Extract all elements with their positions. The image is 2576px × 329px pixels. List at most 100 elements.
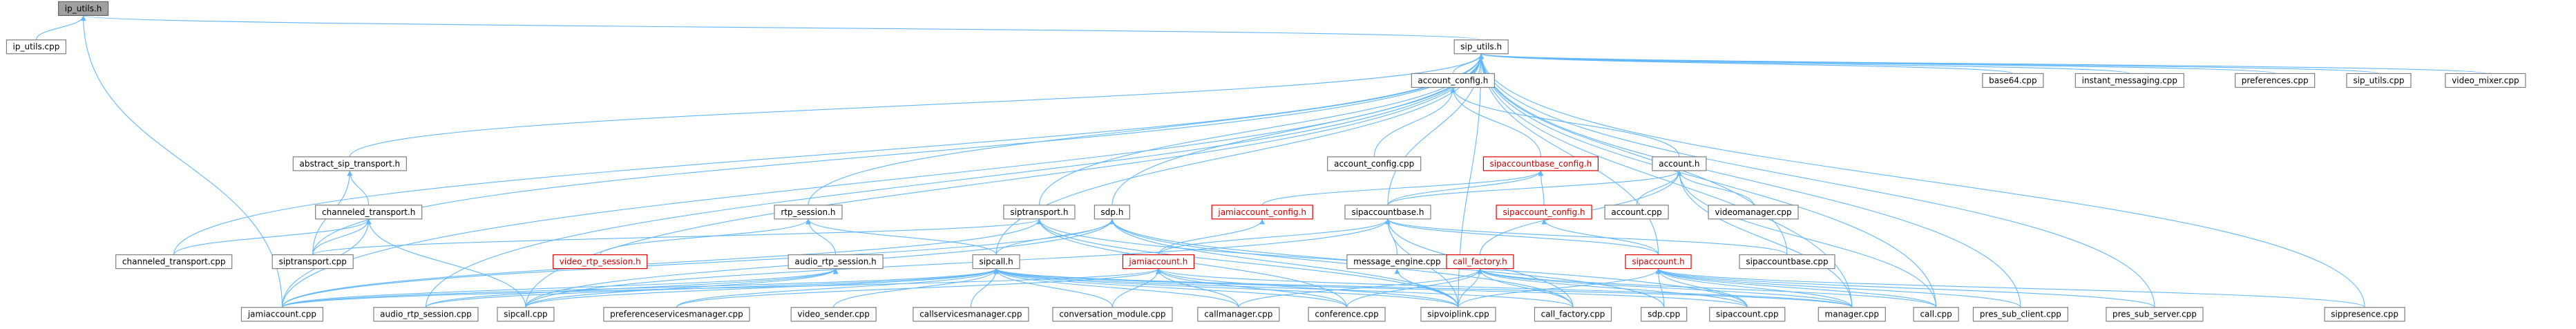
node-account-config-cpp[interactable]: account_config.cpp: [1327, 156, 1422, 171]
node-box: [115, 254, 233, 270]
node-label: sdp.cpp: [1648, 310, 1680, 319]
node-label: jamiaccount.cpp: [247, 310, 316, 319]
node-label: channeled_transport.cpp: [122, 257, 226, 267]
node-sdp-h[interactable]: sdp.h: [1094, 205, 1130, 220]
node-preferences-cpp[interactable]: preferences.cpp: [2235, 73, 2316, 88]
node-abstract-sip-transport-h[interactable]: abstract_sip_transport.h: [292, 156, 407, 171]
node-base64-cpp[interactable]: base64.cpp: [1982, 73, 2044, 88]
node-sipcall-h[interactable]: sipcall.h: [972, 254, 1020, 270]
node-sipvoiplink-cpp[interactable]: sipvoiplink.cpp: [1420, 307, 1496, 322]
node-box: [1411, 73, 1495, 88]
node-call-factory-cpp[interactable]: call_factory.cpp: [1534, 307, 1612, 322]
node-ip-utils-cpp[interactable]: ip_utils.cpp: [6, 39, 67, 55]
node-sip-utils-h[interactable]: sip_utils.h: [1453, 39, 1509, 55]
node-label: sipaccount_config.h: [1502, 207, 1585, 217]
node-sipaccount-cpp[interactable]: sipaccount.cpp: [1709, 307, 1786, 322]
node-message-engine-cpp[interactable]: message_engine.cpp: [1346, 254, 1448, 270]
node-video-mixer-cpp[interactable]: video_mixer.cpp: [2445, 73, 2526, 88]
edge-audio_rtp_session_h-to-jamiaccount_cpp: [281, 268, 839, 308]
node-callmanager-cpp[interactable]: callmanager.cpp: [1197, 307, 1280, 322]
edge-rtp_session_h-to-audio_rtp_session_h: [805, 218, 837, 255]
node-label: base64.cpp: [1989, 75, 2037, 85]
node-sipaccountbase-h[interactable]: sipaccountbase.h: [1344, 205, 1431, 220]
node-box: [1708, 205, 1799, 220]
node-video-rtp-session-h[interactable]: video_rtp_session.h: [553, 254, 648, 270]
node-jamiaccount-config-h[interactable]: jamiaccount_config.h: [1211, 205, 1313, 220]
node-label: sippresence.cpp: [2331, 310, 2398, 319]
node-audio-rtp-session-h[interactable]: audio_rtp_session.h: [788, 254, 884, 270]
node-sipaccount-config-h[interactable]: sipaccount_config.h: [1496, 205, 1592, 220]
edge-sip_utils_h-to-audio_rtp_session_cpp: [425, 53, 1484, 308]
edge-jamiaccount_h-to-manager_cpp: [1156, 268, 1853, 308]
node-label: siptransport.h: [1010, 207, 1068, 217]
node-label: sip_utils.cpp: [2353, 75, 2404, 85]
edge-sip_utils_h-to-preferences_cpp: [1478, 53, 2276, 74]
node-account-config-h[interactable]: account_config.h: [1411, 73, 1495, 88]
node-siptransport-h[interactable]: siptransport.h: [1003, 205, 1076, 220]
node-label: account_config.cpp: [1334, 159, 1414, 169]
node-box: [2235, 73, 2316, 88]
node-sipaccountbase-config-h[interactable]: sipaccountbase_config.h: [1482, 156, 1599, 171]
edge-sipaccountbase_h-to-sipaccount_h: [1385, 218, 1659, 255]
node-jamiaccount-h[interactable]: jamiaccount.h: [1122, 254, 1194, 270]
edge-sipaccount_h-to-manager_cpp: [1655, 268, 1853, 308]
node-call-cpp[interactable]: call.cpp: [1913, 307, 1959, 322]
node-sipaccountbase-cpp[interactable]: sipaccountbase.cpp: [1739, 254, 1835, 270]
node-box: [1003, 205, 1076, 220]
node-pres-sub-client-cpp[interactable]: pres_sub_client.cpp: [1972, 307, 2069, 322]
node-label: rtp_session.h: [781, 207, 835, 217]
edge-sip_utils_h-to-jamiaccount_cpp: [281, 53, 1484, 308]
node-jamiaccount-cpp[interactable]: jamiaccount.cpp: [240, 307, 324, 322]
node-audio-rtp-session-cpp[interactable]: audio_rtp_session.cpp: [373, 307, 479, 322]
node-videomanager-cpp[interactable]: videomanager.cpp: [1708, 205, 1799, 220]
node-box: [1052, 307, 1173, 322]
node-pres-sub-server-cpp[interactable]: pres_sub_server.cpp: [2106, 307, 2204, 322]
edge-call_factory_h-to-call_cpp: [1477, 268, 1937, 308]
edge-call_factory_h-to-callmanager_cpp: [1238, 268, 1483, 308]
node-channeled-transport-h[interactable]: channeled_transport.h: [315, 205, 423, 220]
edge-sdp_h-to-jamiaccount_cpp: [281, 218, 1115, 308]
node-call-factory-h[interactable]: call_factory.h: [1446, 254, 1514, 270]
node-sipcall-cpp[interactable]: sipcall.cpp: [497, 307, 555, 322]
node-channeled-transport-cpp[interactable]: channeled_transport.cpp: [115, 254, 233, 270]
node-label: instant_messaging.cpp: [2082, 75, 2177, 85]
node-box: [913, 307, 1029, 322]
edge-sipaccount_h-to-sipvoiplink_cpp: [1458, 268, 1661, 308]
edge-sipaccountbase_config_h-to-sipaccountbase_h: [1387, 170, 1544, 206]
node-box: [373, 307, 479, 322]
node-sip-utils-cpp[interactable]: sip_utils.cpp: [2346, 73, 2412, 88]
edge-sipaccountbase_h-to-sipaccountbase_cpp: [1385, 218, 1788, 256]
node-account-cpp[interactable]: account.cpp: [1604, 205, 1669, 220]
node-preferenceservicesmanager-cpp[interactable]: preferenceservicesmanager.cpp: [603, 307, 750, 322]
node-conversation-module-cpp[interactable]: conversation_module.cpp: [1052, 307, 1173, 322]
node-sdp-cpp[interactable]: sdp.cpp: [1641, 307, 1688, 322]
edge-sip_utils_h-to-sipaccount_h: [1478, 53, 1659, 255]
node-rtp-session-h[interactable]: rtp_session.h: [774, 205, 843, 220]
node-box: [1482, 156, 1599, 171]
node-ip-utils-h[interactable]: ip_utils.h: [58, 1, 109, 16]
node-account-h[interactable]: account.h: [1652, 156, 1707, 171]
node-box: [1739, 254, 1835, 270]
node-sipaccount-h[interactable]: sipaccount.h: [1625, 254, 1692, 270]
node-box: [1197, 307, 1280, 322]
node-video-sender-cpp[interactable]: video_sender.cpp: [790, 307, 877, 322]
node-label: jamiaccount_config.h: [1217, 207, 1306, 217]
node-box: [1625, 254, 1692, 270]
node-instant-messaging-cpp[interactable]: instant_messaging.cpp: [2074, 73, 2184, 88]
node-box: [1709, 307, 1786, 322]
edge-account_config_h-to-account_h: [1450, 87, 1680, 157]
node-label: sipaccount.cpp: [1716, 310, 1779, 319]
node-label: pres_sub_server.cpp: [2112, 310, 2197, 319]
edge-jamiaccount_h-to-conversation_module_cpp: [1112, 268, 1161, 308]
node-label: account.h: [1659, 159, 1699, 169]
node-manager-cpp[interactable]: manager.cpp: [1817, 307, 1886, 322]
edge-account_config_h-to-account_config_cpp: [1373, 87, 1456, 157]
node-conference-cpp[interactable]: conference.cpp: [1308, 307, 1386, 322]
node-callservicesmanager-cpp[interactable]: callservicesmanager.cpp: [913, 307, 1029, 322]
node-sippresence-cpp[interactable]: sippresence.cpp: [2324, 307, 2405, 322]
edge-jamiaccount_h-to-conference_cpp: [1156, 268, 1348, 308]
node-siptransport-cpp[interactable]: siptransport.cpp: [271, 254, 354, 270]
node-box: [497, 307, 555, 322]
edge-call_factory_h-to-sipaccount_cpp: [1477, 268, 1748, 308]
node-label: conference.cpp: [1315, 310, 1378, 319]
